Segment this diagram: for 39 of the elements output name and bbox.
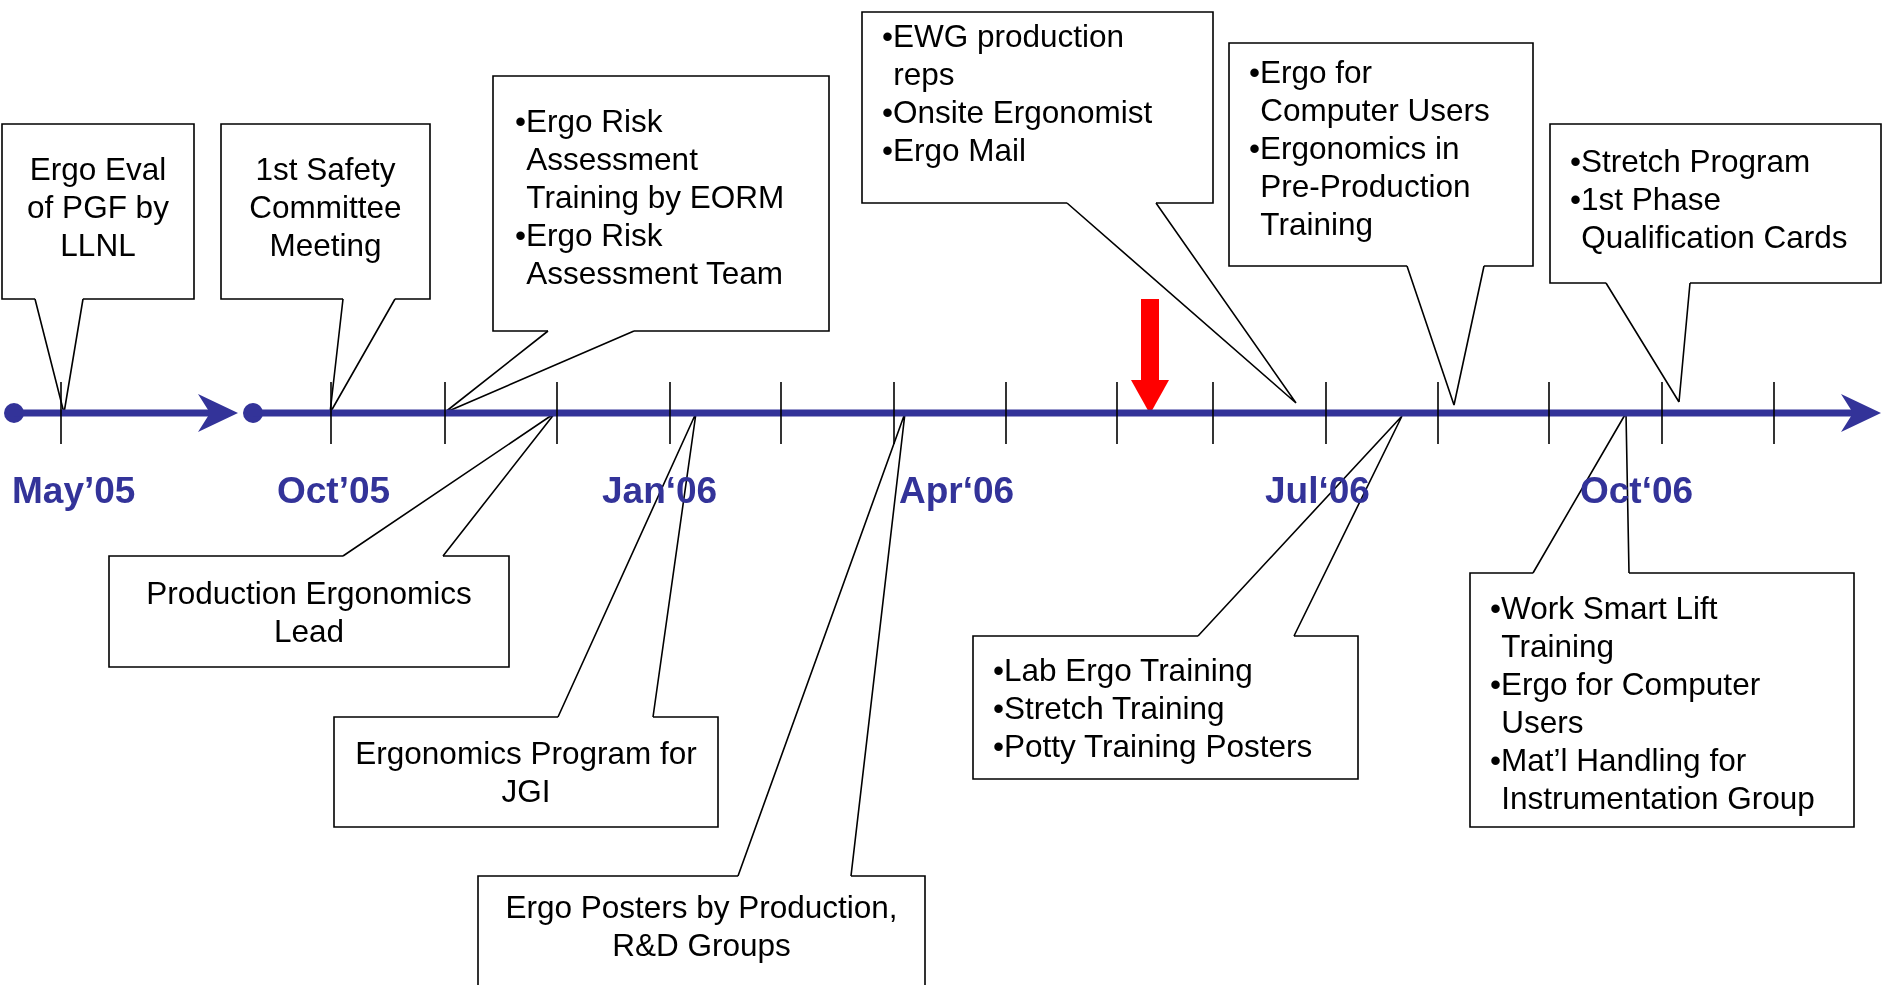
- callout-box: [973, 636, 1358, 779]
- callout-text: •Ergo for Computer Users: [1490, 665, 1762, 741]
- callout-box: [1229, 43, 1533, 266]
- leader-line: [1605, 282, 1691, 403]
- callout-text: •Potty Training Posters: [993, 726, 1314, 765]
- callout-box: [2, 124, 194, 299]
- callout-text: •1st Phase Qualification Cards: [1570, 179, 1849, 256]
- callout-box: [1550, 124, 1881, 283]
- month-label: May’05: [12, 470, 136, 512]
- callout-box: [862, 12, 1213, 203]
- callout-text: •Stretch Program: [1570, 141, 1812, 180]
- callout-text: •Ergo Risk Assessment Training by EORM: [515, 101, 786, 216]
- callout-text: Ergonomics Program for JGI: [354, 734, 698, 810]
- callout-text: Ergo Eval of PGF by LLNL: [26, 149, 170, 264]
- callout-text: •Stretch Training: [993, 688, 1226, 727]
- callout-text: 1st Safety Committee Meeting: [248, 149, 403, 264]
- callout-box: [334, 717, 718, 827]
- leader-line: [1197, 415, 1403, 637]
- callout-text: Production Ergonomics Lead: [145, 573, 473, 650]
- callout-box: [109, 556, 509, 667]
- callout-box: [221, 124, 430, 299]
- timeline-arrow: [244, 380, 1882, 446]
- callout-text: •EWG production reps: [882, 16, 1126, 93]
- callout-box: [478, 876, 925, 985]
- callout-box: [493, 76, 829, 331]
- callout-text: •Ergo Risk Assessment Team: [515, 215, 785, 292]
- callout-box: [1470, 573, 1854, 827]
- month-label: Apr‘06: [899, 470, 1015, 512]
- leader-line: [1406, 265, 1485, 406]
- leader-line: [1066, 202, 1297, 404]
- month-label: Oct’05: [277, 470, 391, 512]
- callout-text: •Mat’l Handling for Instrumentation Group: [1490, 741, 1816, 817]
- callout-text: •Lab Ergo Training: [993, 650, 1254, 689]
- callout-text: •Work Smart Lift Training: [1490, 589, 1719, 665]
- callout-text: •Ergonomics in Pre-Production Training: [1249, 128, 1472, 243]
- callout-text: •Ergo for Computer Users: [1249, 52, 1491, 129]
- callout-text: •Ergo Mail: [882, 130, 1028, 169]
- callout-text: Ergo Posters by Production, R&D Groups: [504, 888, 899, 964]
- callout-text: •Onsite Ergonomist: [882, 92, 1154, 131]
